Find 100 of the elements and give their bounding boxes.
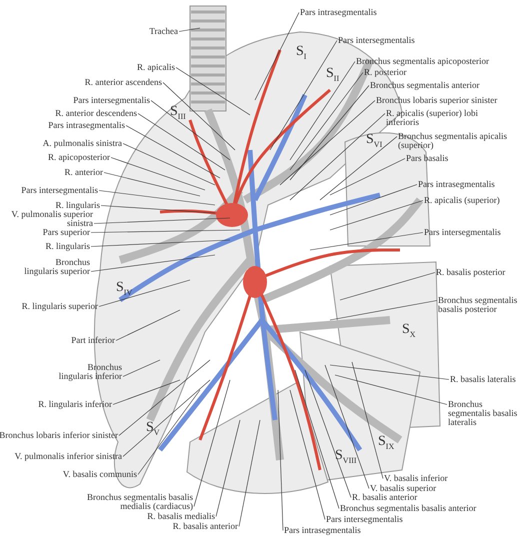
leader-line bbox=[178, 28, 200, 32]
part-label: R. lingularis bbox=[46, 242, 90, 251]
leader-line bbox=[98, 280, 190, 307]
part-label: R. anterior bbox=[64, 168, 103, 177]
segment-label: S$_{III}$ bbox=[170, 104, 186, 121]
leader-line bbox=[254, 12, 300, 100]
part-label: R. apicoposterior bbox=[48, 153, 110, 162]
leader-line bbox=[330, 364, 450, 380]
leader-line bbox=[290, 61, 356, 160]
part-label: Pars intrasegmentalis bbox=[300, 8, 377, 17]
part-label: R. lingularis superior bbox=[22, 302, 98, 311]
part-label: Pars superior bbox=[42, 228, 90, 237]
part-label: Pars intrasegmentalis bbox=[418, 180, 495, 189]
leader-line bbox=[110, 157, 206, 190]
part-label: Bronchus segmentalis basalis medialis (cardiacus) bbox=[73, 493, 193, 511]
part-label: Bronchus lingularis inferior bbox=[52, 363, 122, 381]
leader-line bbox=[290, 390, 326, 520]
leader-line bbox=[94, 218, 230, 224]
leader-line bbox=[138, 390, 200, 475]
part-label: Bronchus lingularis superior bbox=[20, 258, 90, 276]
part-label: Pars intersegmentalis bbox=[21, 186, 98, 195]
leader-line bbox=[310, 232, 424, 250]
part-label: Pars intersegmentalis bbox=[424, 228, 501, 237]
leader-line bbox=[162, 82, 236, 150]
leader-line bbox=[122, 380, 210, 457]
leader-line bbox=[116, 310, 180, 341]
part-label: R. lingularis inferior bbox=[38, 400, 112, 409]
part-label: Pars intrasegmentalis bbox=[48, 121, 125, 130]
leader-line bbox=[122, 143, 216, 186]
part-label: R. apicalis (superior) bbox=[424, 196, 500, 205]
leader-line bbox=[290, 113, 386, 200]
leader-line bbox=[176, 67, 250, 116]
segment-label: S$_{VI}$ bbox=[366, 132, 382, 149]
part-label: R. basalis anterior bbox=[352, 493, 418, 502]
part-label: Bronchus segmentalis basalis posterior bbox=[438, 296, 520, 314]
part-label: Pars basalis bbox=[406, 154, 448, 163]
part-label: R. lingularis bbox=[56, 201, 100, 210]
part-label: R. posterior bbox=[364, 68, 406, 77]
segment-label: S$_{II}$ bbox=[326, 66, 340, 83]
part-label: Bronchus lobaris inferior sinister bbox=[0, 431, 118, 440]
part-label: Pars intersegmentalis bbox=[338, 36, 415, 45]
leader-line bbox=[330, 184, 418, 216]
leader-line bbox=[334, 374, 448, 405]
part-label: A. pulmonalis sinistra bbox=[42, 139, 122, 148]
part-label: Pars intrasegmentalis bbox=[284, 526, 361, 535]
leader-line bbox=[194, 380, 230, 507]
segment-label: S$_{X}$ bbox=[402, 322, 416, 339]
part-label: R. anterior ascendens bbox=[84, 78, 162, 87]
part-label: Part inferior bbox=[71, 336, 115, 345]
part-label: Bronchus segmentalis basalis lateralis bbox=[448, 400, 518, 427]
part-label: V. basalis communis bbox=[62, 470, 137, 479]
leader-line bbox=[290, 85, 370, 180]
part-label: Bronchus segmentalis apicoposterior bbox=[356, 57, 489, 66]
leader-line bbox=[122, 360, 160, 377]
leader-line bbox=[330, 300, 438, 320]
segment-label: S$_{I}$ bbox=[296, 44, 306, 61]
part-label: Trachea bbox=[149, 27, 178, 36]
segment-label: S$_{IX}$ bbox=[378, 434, 394, 451]
leader-line bbox=[294, 370, 340, 509]
leader-line bbox=[320, 136, 398, 200]
leader-line bbox=[90, 230, 240, 233]
part-label: R. apicalis (superior) lobi inferioris bbox=[386, 109, 511, 127]
leader-line bbox=[270, 40, 338, 150]
part-label: R. basalis lateralis bbox=[450, 375, 516, 384]
part-label: Bronchus segmentalis basalis anterior bbox=[340, 504, 476, 513]
leader-line bbox=[118, 360, 210, 436]
part-label: R. basalis anterior bbox=[172, 522, 238, 531]
leader-line bbox=[98, 190, 216, 206]
part-label: Pars intersegmentalis bbox=[326, 515, 403, 524]
leader-line bbox=[330, 200, 424, 230]
part-label: V. basalis superior bbox=[370, 484, 436, 493]
leader-line bbox=[330, 158, 406, 196]
leader-line bbox=[278, 390, 284, 531]
leader-line bbox=[290, 72, 364, 170]
part-label: Bronchus segmentalis anterior bbox=[370, 81, 480, 90]
leader-line bbox=[280, 100, 376, 186]
leader-line bbox=[126, 125, 220, 178]
segment-label: S$_{IV}$ bbox=[116, 280, 132, 297]
part-label: R. anterior descendens bbox=[55, 109, 137, 118]
leader-line bbox=[352, 362, 384, 479]
leader-line bbox=[238, 420, 260, 527]
part-label: V. pulmonalis superior sinistra bbox=[0, 210, 93, 228]
part-label: V. pulmonalis inferior sinistra bbox=[14, 452, 122, 461]
part-label: Bronchus segmentalis apicalis (superior) bbox=[398, 132, 518, 150]
leader-line bbox=[150, 100, 230, 160]
leader-line bbox=[90, 240, 230, 247]
leader-line bbox=[90, 254, 216, 272]
leader-line bbox=[304, 370, 352, 498]
segment-label: S$_{VIII}$ bbox=[335, 448, 357, 465]
leader-line bbox=[138, 113, 226, 170]
part-label: R. basalis posterior bbox=[436, 268, 506, 277]
leader-line bbox=[216, 420, 240, 517]
leader-line bbox=[104, 172, 200, 196]
part-label: Pars intersegmentalis bbox=[73, 96, 150, 105]
leader-line bbox=[324, 364, 370, 489]
part-label: Bronchus lobaris superior sinister bbox=[376, 96, 498, 105]
leader-line bbox=[100, 205, 216, 214]
segment-label: S$_{V}$ bbox=[146, 420, 160, 437]
part-label: V. basalis inferior bbox=[384, 474, 448, 483]
part-label: R. basalis medialis bbox=[147, 512, 215, 521]
